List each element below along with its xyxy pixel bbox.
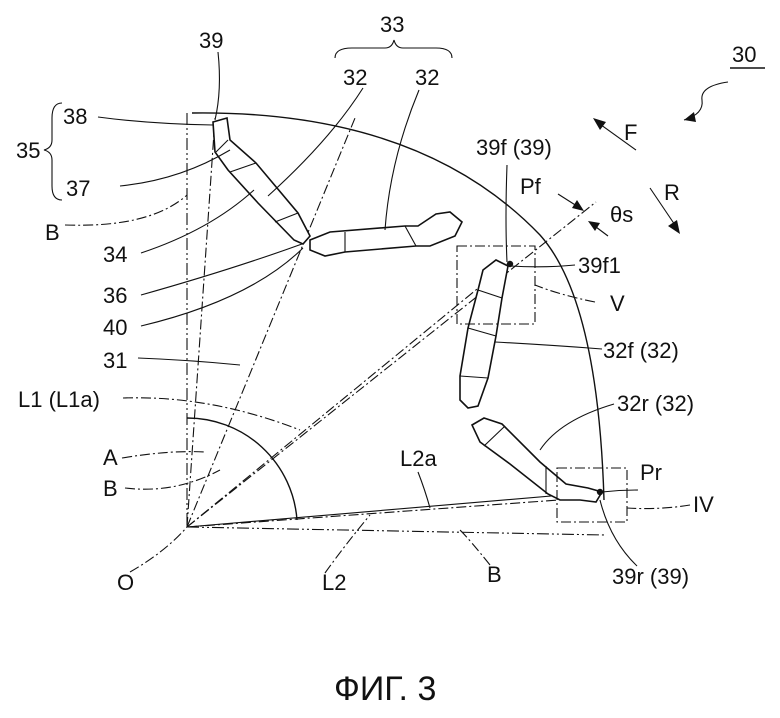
line-B-upper [187,118,355,527]
label-36: 36 [103,283,127,308]
label-39f1: 39f1 [578,253,621,278]
line-A [187,118,215,527]
label-35: 35 [16,138,40,163]
label-33: 33 [380,12,404,37]
label-theta-s: θs [610,202,633,227]
label-L1-L1a: L1 (L1a) [18,387,100,412]
line-L2a [187,492,598,527]
figure-caption: ФИГ. 3 [334,670,436,708]
angle-arc [187,418,297,520]
reference-arrow [684,82,728,120]
label-32-right: 32 [415,65,439,90]
label-R: R [664,180,680,205]
blade-32r [472,418,602,502]
brace-35 [44,103,62,200]
label-38: 38 [63,104,87,129]
label-31: 31 [103,348,127,373]
label-B-mid: B [103,476,118,501]
label-34: 34 [103,242,127,267]
label-32f: 32f (32) [603,338,679,363]
label-39: 39 [199,28,223,53]
label-37: 37 [66,176,90,201]
line-L2 [187,497,600,527]
label-A: A [103,445,118,470]
brace-33 [335,40,452,58]
label-L2: L2 [322,570,346,595]
label-40: 40 [103,315,127,340]
label-Pr: Pr [640,460,662,485]
label-L2a: L2a [400,446,437,471]
label-V: V [610,291,625,316]
label-39r: 39r (39) [612,564,689,589]
label-B-bottom: B [487,562,502,587]
label-F: F [624,120,637,145]
bottom-boundary-line [187,527,605,535]
label-B-left: B [45,220,60,245]
label-32-left: 32 [343,65,367,90]
label-39f: 39f (39) [476,135,552,160]
label-32r: 32r (32) [617,391,694,416]
blade-32f [460,260,508,408]
label-Pf: Pf [520,174,542,199]
labels: 39 33 32 32 30 38 35 37 B 34 36 40 31 L1… [16,12,756,595]
blade-upper-left [213,118,310,244]
label-IV: IV [693,492,714,517]
label-30: 30 [732,42,756,67]
label-O: O [117,570,134,595]
